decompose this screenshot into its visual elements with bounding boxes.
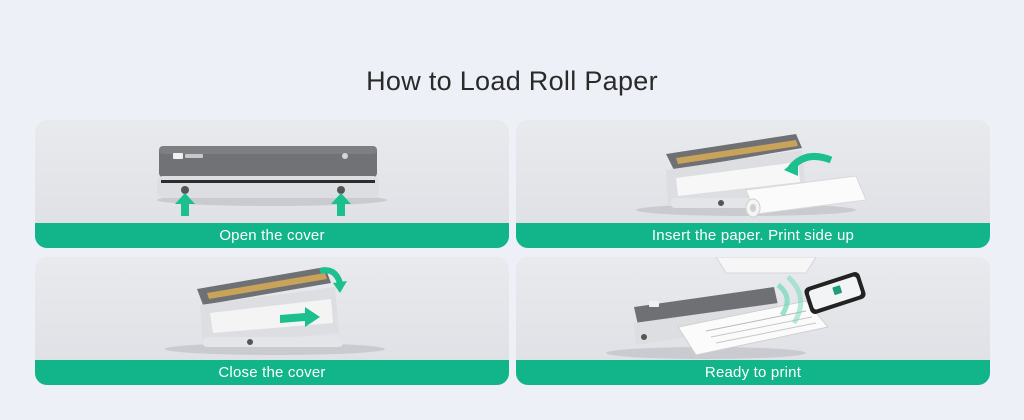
step-card-insert-paper: Insert the paper. Print side up <box>516 120 990 248</box>
printer-open-illustration <box>636 134 867 218</box>
wireless-signal-icon <box>776 275 804 325</box>
curved-arrow-icon <box>784 152 833 176</box>
smartphone-icon <box>804 272 866 314</box>
step-caption: Ready to print <box>516 360 990 385</box>
step-caption: Close the cover <box>35 360 509 385</box>
arrow-right-icon <box>280 307 320 327</box>
printing-illustration <box>606 257 866 359</box>
step-caption: Open the cover <box>35 223 509 248</box>
step-card-open-cover: Open the cover <box>35 120 509 248</box>
arrow-up-icon <box>175 193 195 216</box>
printer-closing-illustration <box>165 267 385 355</box>
step-card-ready-to-print: Ready to print <box>516 257 990 385</box>
curved-arrow-icon <box>319 267 347 293</box>
step-card-close-cover: Close the cover <box>35 257 509 385</box>
printer-illustration <box>157 146 387 216</box>
page-title: How to Load Roll Paper <box>366 66 658 96</box>
step-caption: Insert the paper. Print side up <box>516 223 990 248</box>
paper-roll-icon <box>745 175 867 218</box>
arrow-up-icon <box>331 193 351 216</box>
